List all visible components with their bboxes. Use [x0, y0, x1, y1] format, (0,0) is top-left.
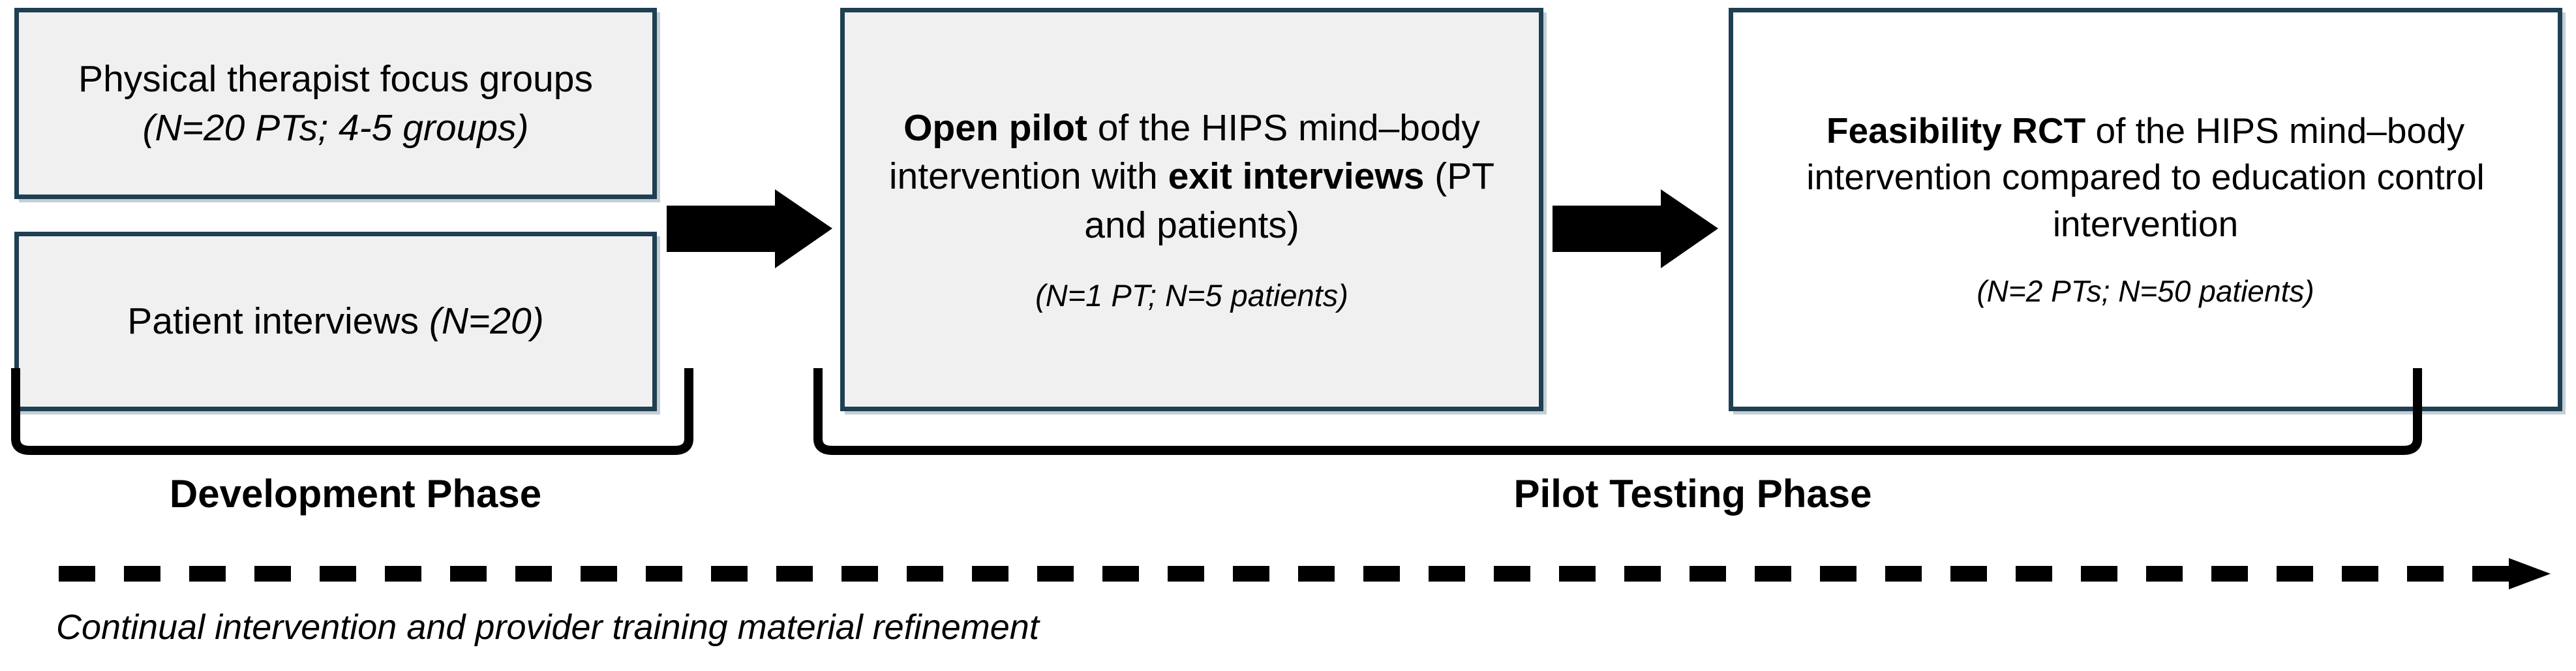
- process-box-patient-interviews: Patient interviews (N=20): [14, 232, 657, 411]
- process-box-feasibility-rct-text: Feasibility RCT of the HIPS mind–body in…: [1806, 110, 2485, 244]
- process-box-feasibility-rct: Feasibility RCT of the HIPS mind–body in…: [1729, 8, 2562, 411]
- arrow-pilot-to-rct-icon: [1551, 188, 1720, 270]
- arrow-dev-to-pilot-icon: [665, 188, 834, 270]
- pilot-testing-phase-bracket: [809, 366, 2433, 460]
- development-phase-label: Development Phase: [169, 472, 542, 516]
- process-box-pt-focus-groups-detail: (N=20 PTs; 4-5 groups): [142, 106, 529, 149]
- pilot-testing-phase-label: Pilot Testing Phase: [1513, 472, 1872, 516]
- process-box-patient-interviews-detail: (N=20): [429, 300, 544, 343]
- process-box-open-pilot-detail: (N=1 PT; N=5 patients): [1035, 277, 1348, 313]
- process-box-feasibility-rct-detail: (N=2 PTs; N=50 patients): [1977, 274, 2314, 309]
- timeline-caption: Continual intervention and provider trai…: [56, 608, 1039, 647]
- development-phase-bracket: [7, 366, 705, 460]
- process-box-pt-focus-groups: Physical therapist focus groups (N=20 PT…: [14, 8, 657, 199]
- process-box-pt-focus-groups-text: Physical therapist focus groups (N=20 PT…: [78, 58, 593, 149]
- timeline-dashed-arrow-icon: [39, 552, 2570, 597]
- process-box-open-pilot: Open pilot of the HIPS mind–body interve…: [840, 8, 1543, 411]
- process-box-open-pilot-text: Open pilot of the HIPS mind–body interve…: [888, 107, 1495, 246]
- process-box-patient-interviews-text: Patient interviews (N=20): [127, 300, 544, 343]
